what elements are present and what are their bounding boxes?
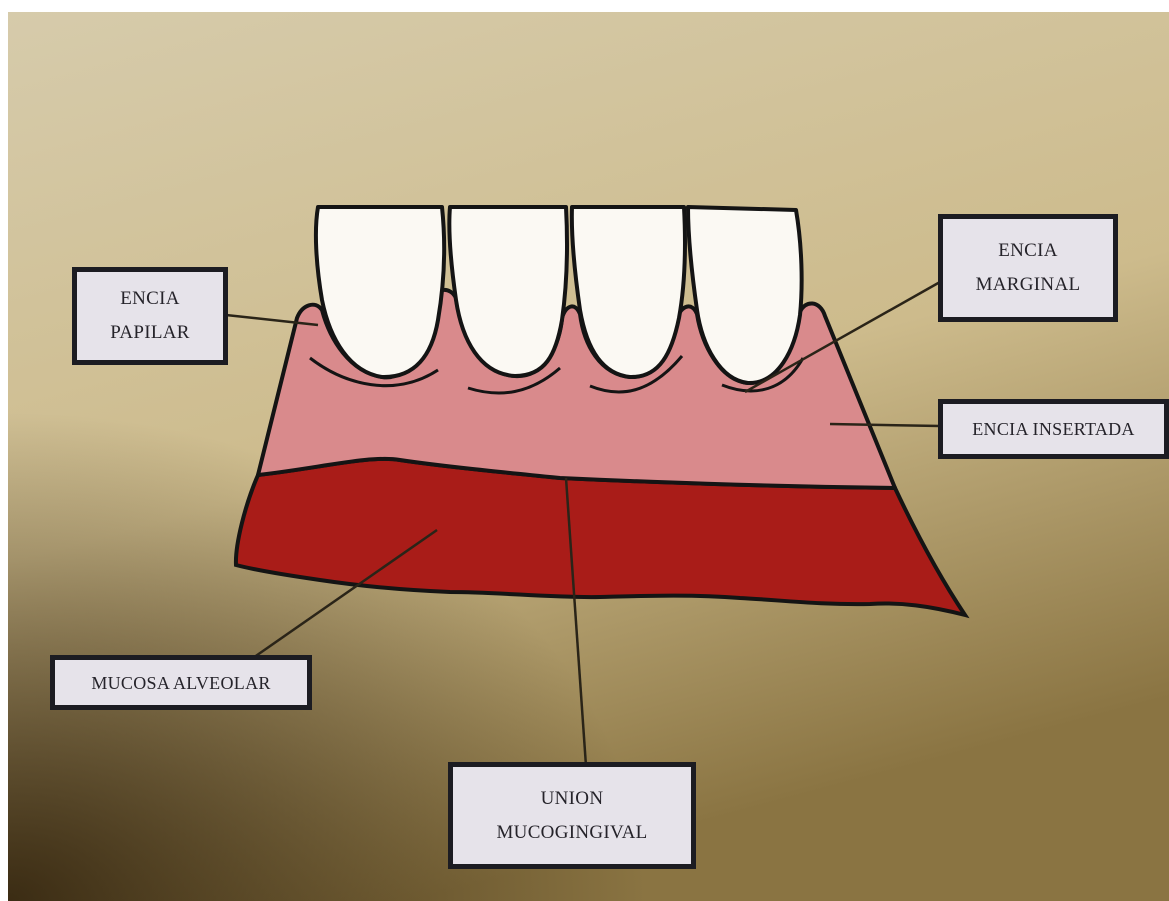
label-mucosa-alveolar-text: MUCOSA ALVEOLAR bbox=[55, 666, 307, 700]
label-encia-marginal: ENCIA MARGINAL bbox=[938, 214, 1118, 322]
label-union-mucogingival-line2: MUCOGINGIVAL bbox=[453, 816, 691, 850]
label-encia-marginal-line1: ENCIA bbox=[943, 234, 1113, 268]
label-encia-papilar-line2: PAPILAR bbox=[77, 316, 223, 350]
label-encia-insertada: ENCIA INSERTADA bbox=[938, 399, 1169, 459]
label-union-mucogingival: UNION MUCOGINGIVAL bbox=[448, 762, 696, 869]
label-encia-insertada-text: ENCIA INSERTADA bbox=[943, 412, 1164, 446]
label-encia-papilar-line1: ENCIA bbox=[77, 282, 223, 316]
label-union-mucogingival-line1: UNION bbox=[453, 782, 691, 816]
label-encia-marginal-line2: MARGINAL bbox=[943, 268, 1113, 302]
label-encia-papilar: ENCIA PAPILAR bbox=[72, 267, 228, 365]
label-mucosa-alveolar: MUCOSA ALVEOLAR bbox=[50, 655, 312, 710]
